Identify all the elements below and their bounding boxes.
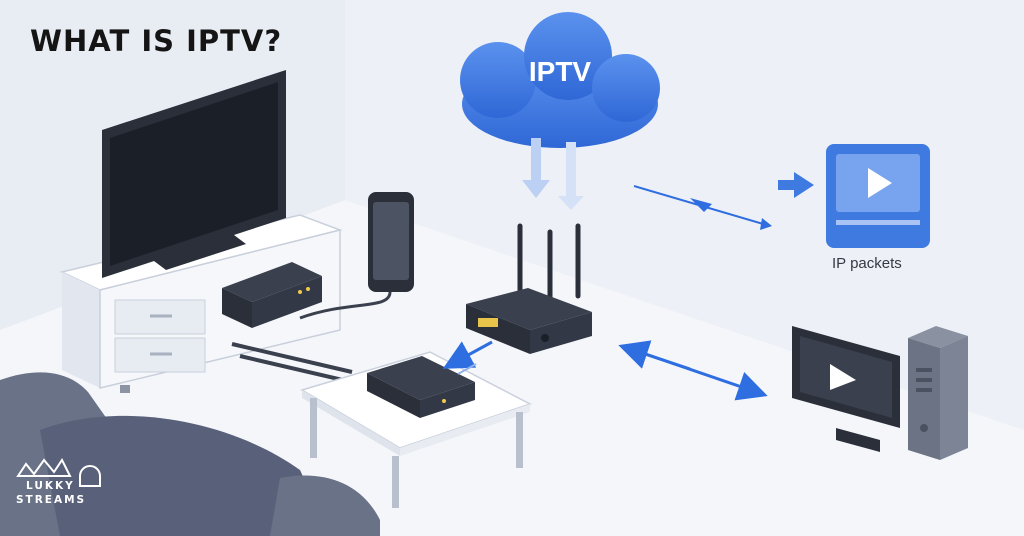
pc-tower bbox=[908, 326, 968, 460]
computer-monitor bbox=[792, 326, 900, 452]
table-box bbox=[367, 356, 475, 418]
ip-packets-label: IP packets bbox=[832, 255, 902, 272]
video-screen-icon bbox=[826, 144, 930, 248]
computer-link-arrow bbox=[618, 340, 768, 401]
brand-logo: LUKKY STREAMS bbox=[12, 452, 112, 512]
packet-stream bbox=[633, 172, 814, 230]
cloud-downlink-arrows bbox=[522, 138, 584, 210]
brand-line-1: LUKKY bbox=[26, 480, 75, 492]
iptv-cloud bbox=[460, 12, 660, 148]
router-arrow bbox=[442, 340, 493, 375]
sofa bbox=[0, 372, 380, 536]
brand-logo-icon bbox=[16, 458, 101, 487]
television bbox=[102, 70, 286, 278]
set-top-box bbox=[222, 262, 322, 328]
cloud-label: IPTV bbox=[528, 56, 592, 87]
smartphone bbox=[299, 192, 414, 320]
brand-line-2: STREAMS bbox=[16, 494, 87, 506]
page-title: WHAT IS IPTV? bbox=[30, 24, 283, 58]
router bbox=[466, 223, 592, 354]
